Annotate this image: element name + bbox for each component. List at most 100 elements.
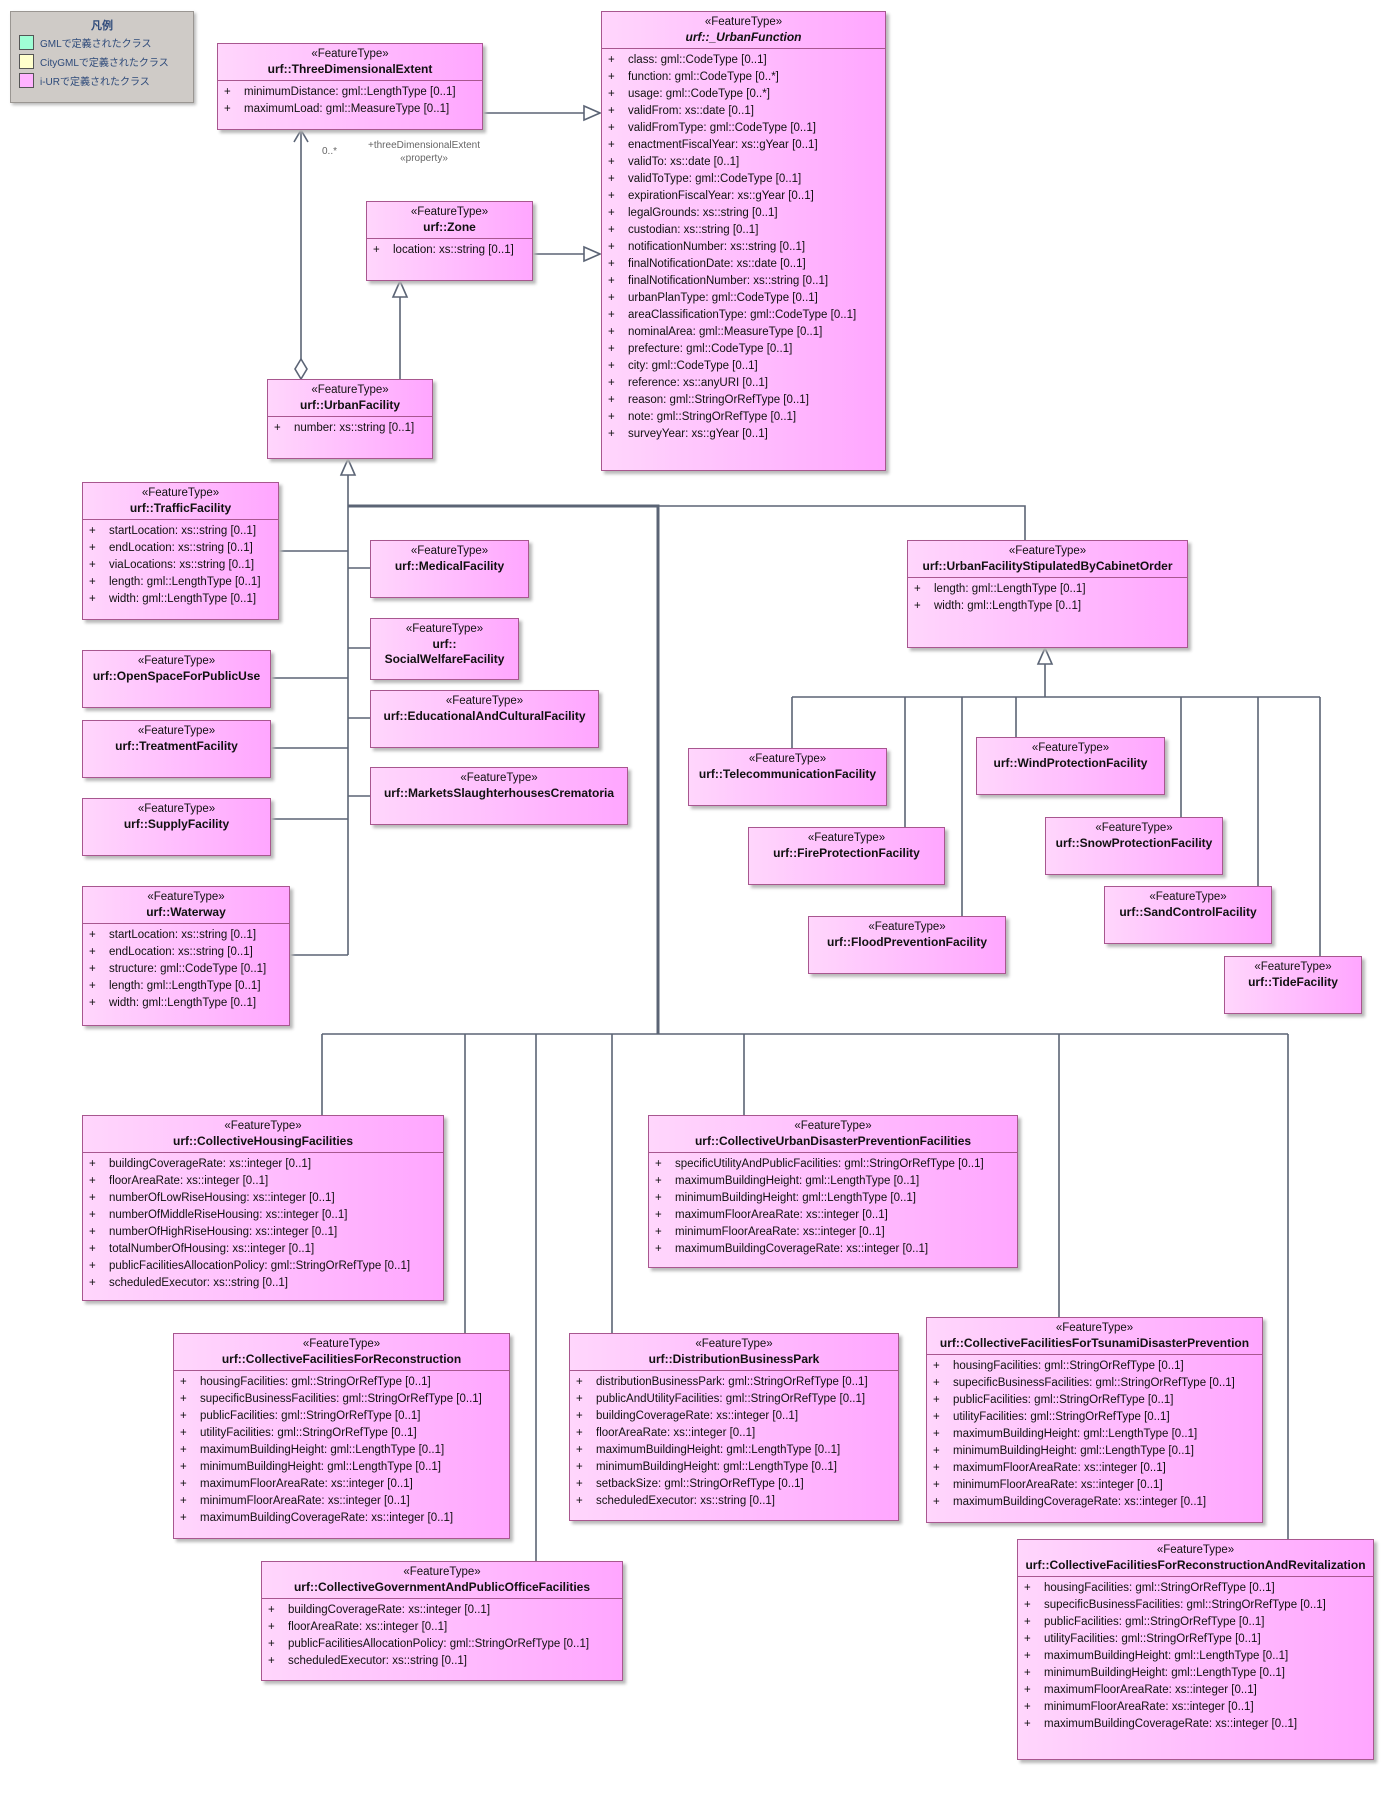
attribute-text: publicFacilities: gml::StringOrRefType [… <box>953 1394 1174 1406</box>
class-box-government[interactable]: «FeatureType»urf::CollectiveGovernmentAn… <box>261 1561 623 1681</box>
class-box-educational[interactable]: «FeatureType»urf::EducationalAndCultural… <box>370 690 599 748</box>
class-box-sand[interactable]: «FeatureType»urf::SandControlFacility <box>1104 886 1272 944</box>
visibility-marker: + <box>180 1410 187 1422</box>
class-box-tide[interactable]: «FeatureType»urf::TideFacility <box>1224 956 1362 1014</box>
visibility-marker: + <box>89 963 96 975</box>
attribute-row: +housingFacilities: gml::StringOrRefType… <box>931 1358 1258 1375</box>
attribute-row: +publicFacilitiesAllocationPolicy: gml::… <box>266 1636 618 1653</box>
class-box-markets[interactable]: «FeatureType»urf::MarketsSlaughterhouses… <box>370 767 628 825</box>
class-box-threeDim[interactable]: «FeatureType»urf::ThreeDimensionalExtent… <box>217 43 483 130</box>
attribute-text: publicAndUtilityFacilities: gml::StringO… <box>596 1393 866 1405</box>
class-box-supply[interactable]: «FeatureType»urf::SupplyFacility <box>82 798 271 856</box>
class-header: «FeatureType»urf::CollectiveFacilitiesFo… <box>174 1334 509 1370</box>
class-stereotype: «FeatureType» <box>137 725 216 737</box>
attribute-text: nominalArea: gml::MeasureType [0..1] <box>628 326 823 338</box>
attribute-row: +maximumFloorAreaRate: xs::integer [0..1… <box>178 1476 505 1493</box>
class-box-revitalization[interactable]: «FeatureType»urf::CollectiveFacilitiesFo… <box>1017 1539 1374 1760</box>
legend-swatch <box>19 73 34 88</box>
class-name: urf::CollectiveGovernmentAndPublicOffice… <box>293 1580 591 1594</box>
class-box-waterway[interactable]: «FeatureType»urf::Waterway+startLocation… <box>82 886 290 1026</box>
attribute-row: +publicFacilities: gml::StringOrRefType … <box>178 1408 505 1425</box>
class-box-zone[interactable]: «FeatureType»urf::Zone+location: xs::str… <box>366 201 533 281</box>
class-name: urf::SupplyFacility <box>123 817 230 831</box>
attribute-text: floorAreaRate: xs::integer [0..1] <box>288 1621 448 1633</box>
class-name: urf::OpenSpaceForPublicUse <box>92 669 261 683</box>
class-stereotype: «FeatureType» <box>868 921 946 933</box>
class-box-openSpace[interactable]: «FeatureType»urf::OpenSpaceForPublicUse <box>82 650 271 708</box>
attribute-row: +maximumBuildingHeight: gml::LengthType … <box>653 1173 1013 1190</box>
attribute-row: +maximumFloorAreaRate: xs::integer [0..1… <box>1022 1682 1369 1699</box>
attribute-row: +number: xs::string [0..1] <box>272 420 428 437</box>
class-box-disasterPrev[interactable]: «FeatureType»urf::CollectiveUrbanDisaste… <box>648 1115 1018 1268</box>
attribute-text: length: gml::LengthType [0..1] <box>109 576 261 588</box>
attribute-text: utilityFacilities: gml::StringOrRefType … <box>1044 1633 1261 1645</box>
class-stereotype: «FeatureType» <box>311 384 389 396</box>
attribute-row: +expirationFiscalYear: xs::gYear [0..1] <box>606 188 881 205</box>
class-header: «FeatureType»urf::Waterway <box>83 887 289 923</box>
visibility-marker: + <box>89 576 96 588</box>
attribute-row: +maximumFloorAreaRate: xs::integer [0..1… <box>931 1460 1258 1477</box>
attribute-row: +nominalArea: gml::MeasureType [0..1] <box>606 324 881 341</box>
attribute-compartment: +buildingCoverageRate: xs::integer [0..1… <box>83 1152 443 1294</box>
visibility-marker: + <box>1024 1633 1031 1645</box>
attribute-text: viaLocations: xs::string [0..1] <box>109 559 255 571</box>
class-box-wind[interactable]: «FeatureType»urf::WindProtectionFacility <box>976 737 1165 795</box>
attribute-text: minimumFloorAreaRate: xs::integer [0..1] <box>953 1479 1163 1491</box>
attribute-row: +width: gml::LengthType [0..1] <box>87 591 274 608</box>
visibility-marker: + <box>608 394 615 406</box>
class-box-urbanFunction[interactable]: «FeatureType»urf::_UrbanFunction+class: … <box>601 11 886 471</box>
visibility-marker: + <box>180 1376 187 1388</box>
class-name: urf::Waterway <box>146 905 226 919</box>
class-box-urbanFacility[interactable]: «FeatureType»urf::UrbanFacility+number: … <box>267 379 433 459</box>
attribute-row: +validToType: gml::CodeType [0..1] <box>606 171 881 188</box>
visibility-marker: + <box>268 1621 275 1633</box>
attribute-row: +totalNumberOfHousing: xs::integer [0..1… <box>87 1241 439 1258</box>
role-label: +threeDimensionalExtent «property» <box>368 139 480 165</box>
class-stereotype: «FeatureType» <box>403 1566 481 1578</box>
attribute-text: length: gml::LengthType [0..1] <box>109 980 261 992</box>
attribute-text: usage: gml::CodeType [0..*] <box>628 88 770 100</box>
attribute-text: maximumBuildingHeight: gml::LengthType [… <box>596 1444 841 1456</box>
visibility-marker: + <box>576 1393 583 1405</box>
class-box-fire[interactable]: «FeatureType»urf::FireProtectionFacility <box>748 827 945 885</box>
class-box-reconstruction[interactable]: «FeatureType»urf::CollectiveFacilitiesFo… <box>173 1333 510 1539</box>
attribute-text: expirationFiscalYear: xs::gYear [0..1] <box>628 190 814 202</box>
class-name: urf::CollectiveFacilitiesForReconstructi… <box>1025 1558 1366 1572</box>
visibility-marker: + <box>274 422 281 434</box>
attribute-compartment: +startLocation: xs::string [0..1]+endLoc… <box>83 923 289 1014</box>
class-name: urf::DistributionBusinessPark <box>648 1352 820 1366</box>
class-name: urf::MedicalFacility <box>394 559 505 573</box>
class-box-treatment[interactable]: «FeatureType»urf::TreatmentFacility <box>82 720 271 778</box>
attribute-row: +enactmentFiscalYear: xs::gYear [0..1] <box>606 137 881 154</box>
class-box-housing[interactable]: «FeatureType»urf::CollectiveHousingFacil… <box>82 1115 444 1301</box>
visibility-marker: + <box>576 1444 583 1456</box>
class-name: urf::FireProtectionFacility <box>773 846 920 860</box>
class-box-cabinet[interactable]: «FeatureType»urf::UrbanFacilityStipulate… <box>907 540 1188 648</box>
attribute-text: maximumFloorAreaRate: xs::integer [0..1] <box>200 1478 413 1490</box>
visibility-marker: + <box>89 1158 96 1170</box>
attribute-text: floorAreaRate: xs::integer [0..1] <box>109 1175 269 1187</box>
attribute-compartment: +housingFacilities: gml::StringOrRefType… <box>1018 1576 1373 1735</box>
attribute-text: maximumBuildingCoverageRate: xs::integer… <box>953 1496 1207 1508</box>
visibility-marker: + <box>576 1376 583 1388</box>
class-box-social[interactable]: «FeatureType»urf::SocialWelfareFacility <box>370 618 519 680</box>
class-box-snow[interactable]: «FeatureType»urf::SnowProtectionFacility <box>1045 817 1223 875</box>
attribute-row: +maximumBuildingHeight: gml::LengthType … <box>931 1426 1258 1443</box>
class-box-flood[interactable]: «FeatureType»urf::FloodPreventionFacilit… <box>808 916 1006 974</box>
class-box-medical[interactable]: «FeatureType»urf::MedicalFacility <box>370 540 529 598</box>
visibility-marker: + <box>655 1226 662 1238</box>
attribute-text: minimumBuildingHeight: gml::LengthType [… <box>200 1461 441 1473</box>
attribute-text: minimumFloorAreaRate: xs::integer [0..1] <box>1044 1701 1254 1713</box>
attribute-text: maximumBuildingHeight: gml::LengthType [… <box>200 1444 445 1456</box>
class-box-tsunami[interactable]: «FeatureType»urf::CollectiveFacilitiesFo… <box>926 1317 1263 1523</box>
visibility-marker: + <box>89 1243 96 1255</box>
attribute-row: +scheduledExecutor: xs::string [0..1] <box>266 1653 618 1670</box>
class-box-traffic[interactable]: «FeatureType»urf::TrafficFacility+startL… <box>82 482 279 620</box>
attribute-compartment: +startLocation: xs::string [0..1]+endLoc… <box>83 519 278 610</box>
attribute-text: enactmentFiscalYear: xs::gYear [0..1] <box>628 139 818 151</box>
class-box-telecom[interactable]: «FeatureType»urf::TelecommunicationFacil… <box>688 748 887 806</box>
attribute-text: buildingCoverageRate: xs::integer [0..1] <box>596 1410 799 1422</box>
attribute-text: legalGrounds: xs::string [0..1] <box>628 207 778 219</box>
class-box-distribution[interactable]: «FeatureType»urf::DistributionBusinessPa… <box>569 1333 899 1521</box>
attribute-row: +surveyYear: xs::gYear [0..1] <box>606 426 881 443</box>
